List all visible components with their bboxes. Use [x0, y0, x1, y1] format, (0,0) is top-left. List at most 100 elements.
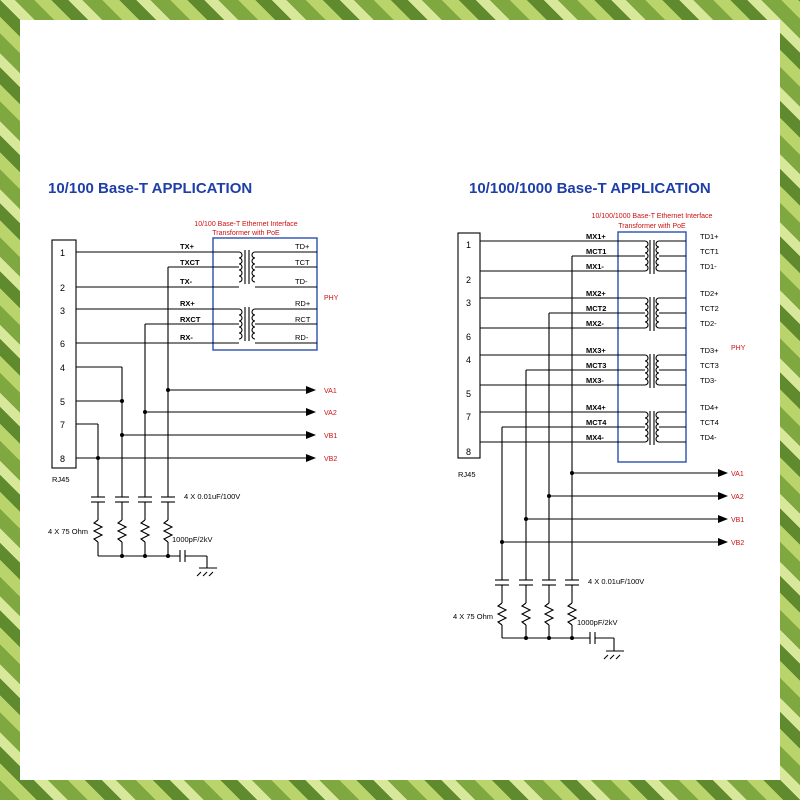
left-hv-cap-label: 1000pF/2kV — [172, 535, 212, 544]
left-output-label: VB2 — [324, 456, 337, 463]
right-signal-label: MX3- — [586, 376, 604, 385]
right-signal-label: MX3+ — [586, 346, 606, 355]
right-pin: 7 — [466, 412, 471, 422]
right-signal-label: MX2- — [586, 319, 604, 328]
right-signal-label: MCT3 — [586, 361, 606, 370]
right-title: 10/100/1000 Base-T APPLICATION — [469, 180, 711, 197]
left-rj45-label: RJ45 — [52, 475, 70, 484]
left-output-label: VA2 — [324, 410, 337, 417]
left-junction-dots — [96, 388, 170, 460]
right-output-label: VB1 — [731, 517, 744, 524]
left-output-arrows — [306, 386, 316, 462]
right-pin: 4 — [466, 355, 471, 365]
right-transformer-label-2: Transformer with PoE — [618, 223, 686, 230]
right-signal-label: TCT2 — [700, 304, 719, 313]
right-signal-label: TCT3 — [700, 361, 719, 370]
right-pin: 8 — [466, 447, 471, 457]
right-signal-label: MX2+ — [586, 289, 606, 298]
left-title: 10/100 Base-T APPLICATION — [48, 180, 252, 197]
right-pin: 2 — [466, 275, 471, 285]
left-ground-dots — [120, 554, 170, 558]
left-cap-label: 4 X 0.01uF/100V — [184, 492, 240, 501]
right-signal-label: TCT4 — [700, 418, 719, 427]
right-signal-label: MCT1 — [586, 247, 606, 256]
right-signal-label: MX4- — [586, 433, 604, 442]
left-signal-labels: TX+ TXCT TX- RX+ RXCT RX- TD+ TCT TD- RD… — [180, 242, 311, 342]
left-resistor-label: 4 X 75 Ohm — [48, 527, 88, 536]
left-signal-label: TX+ — [180, 242, 195, 251]
right-signal-label: TD3- — [700, 376, 717, 385]
left-pin: 1 — [60, 248, 65, 258]
right-signal-label: TCT1 — [700, 247, 719, 256]
right-pin: 3 — [466, 298, 471, 308]
left-signal-label: TD- — [295, 277, 308, 286]
left-transformer-1 — [238, 250, 256, 284]
right-transformer-label-1: 10/100/1000 Base-T Ethernet Interface — [592, 213, 713, 220]
left-signal-label: RCT — [295, 315, 311, 324]
left-signal-label: TXCT — [180, 258, 200, 267]
left-rj45-connector — [51, 239, 77, 469]
left-pin: 4 — [60, 363, 65, 373]
right-pin-numbers: 1 2 3 6 4 5 7 8 — [466, 240, 471, 457]
right-resistor-label: 4 X 75 Ohm — [453, 612, 493, 621]
right-signal-label: TD3+ — [700, 346, 719, 355]
left-transformer-label-2: Transformer with PoE — [212, 230, 280, 237]
right-output-label: VA1 — [731, 471, 744, 478]
left-pin-numbers: 1 2 3 6 4 5 7 8 — [60, 248, 65, 464]
left-pin: 5 — [60, 397, 65, 407]
left-signal-label: RXCT — [180, 315, 201, 324]
left-transformer-2 — [238, 307, 256, 341]
left-transformer-box — [212, 237, 318, 351]
right-transformer-box — [617, 231, 687, 463]
right-pin: 1 — [466, 240, 471, 250]
left-output-labels: VA1 VA2 VB1 VB2 — [324, 388, 337, 463]
left-signal-wires — [76, 251, 317, 497]
right-junction-dots — [500, 471, 574, 544]
right-transformers — [644, 240, 660, 445]
right-signal-label: TD2+ — [700, 289, 719, 298]
right-output-label: VA2 — [731, 494, 744, 501]
right-output-label: VB2 — [731, 540, 744, 547]
left-signal-label: RX+ — [180, 299, 195, 308]
left-schematic: 10/100 Base-T APPLICATION 10/100 Base-T … — [48, 180, 339, 577]
right-signal-label: MCT4 — [586, 418, 607, 427]
schematic-panel — [20, 20, 780, 780]
left-signal-label: RX- — [180, 333, 193, 342]
right-signal-label: MX1- — [586, 262, 604, 271]
left-pin: 6 — [60, 339, 65, 349]
right-output-labels: VA1 VA2 VB1 VB2 — [731, 471, 744, 547]
right-termination-network — [495, 579, 624, 660]
left-signal-label: TD+ — [295, 242, 310, 251]
left-pin: 2 — [60, 283, 65, 293]
left-pin: 7 — [60, 420, 65, 430]
left-signal-label: RD+ — [295, 299, 311, 308]
left-output-label: VA1 — [324, 388, 337, 395]
right-ground-dots — [524, 636, 574, 640]
right-signal-label: MCT2 — [586, 304, 606, 313]
left-phy-label: PHY — [324, 295, 339, 302]
right-output-arrows — [718, 469, 728, 546]
right-cap-label: 4 X 0.01uF/100V — [588, 577, 644, 586]
right-schematic: 10/100/1000 Base-T APPLICATION 10/100/10… — [453, 180, 746, 660]
right-signal-label: TD1- — [700, 262, 717, 271]
left-signal-label: TCT — [295, 258, 310, 267]
right-signal-label: TD4- — [700, 433, 717, 442]
right-phy-label: PHY — [731, 345, 746, 352]
left-signal-label: RD- — [295, 333, 309, 342]
right-hv-cap-label: 1000pF/2kV — [577, 618, 617, 627]
right-rj45-label: RJ45 — [458, 470, 476, 479]
right-signal-label: TD4+ — [700, 403, 719, 412]
left-pin: 3 — [60, 306, 65, 316]
left-pin: 8 — [60, 454, 65, 464]
left-transformer-label-1: 10/100 Base-T Ethernet Interface — [194, 221, 297, 228]
right-signal-labels: MX1+ MCT1 MX1- MX2+ MCT2 MX2- MX3+ MCT3 … — [586, 232, 719, 442]
right-signal-label: TD1+ — [700, 232, 719, 241]
left-output-label: VB1 — [324, 433, 337, 440]
right-pin: 6 — [466, 332, 471, 342]
right-signal-label: MX1+ — [586, 232, 606, 241]
right-signal-wires — [480, 240, 720, 580]
right-rj45-connector — [457, 232, 481, 459]
left-signal-label: TX- — [180, 277, 193, 286]
right-pin: 5 — [466, 389, 471, 399]
